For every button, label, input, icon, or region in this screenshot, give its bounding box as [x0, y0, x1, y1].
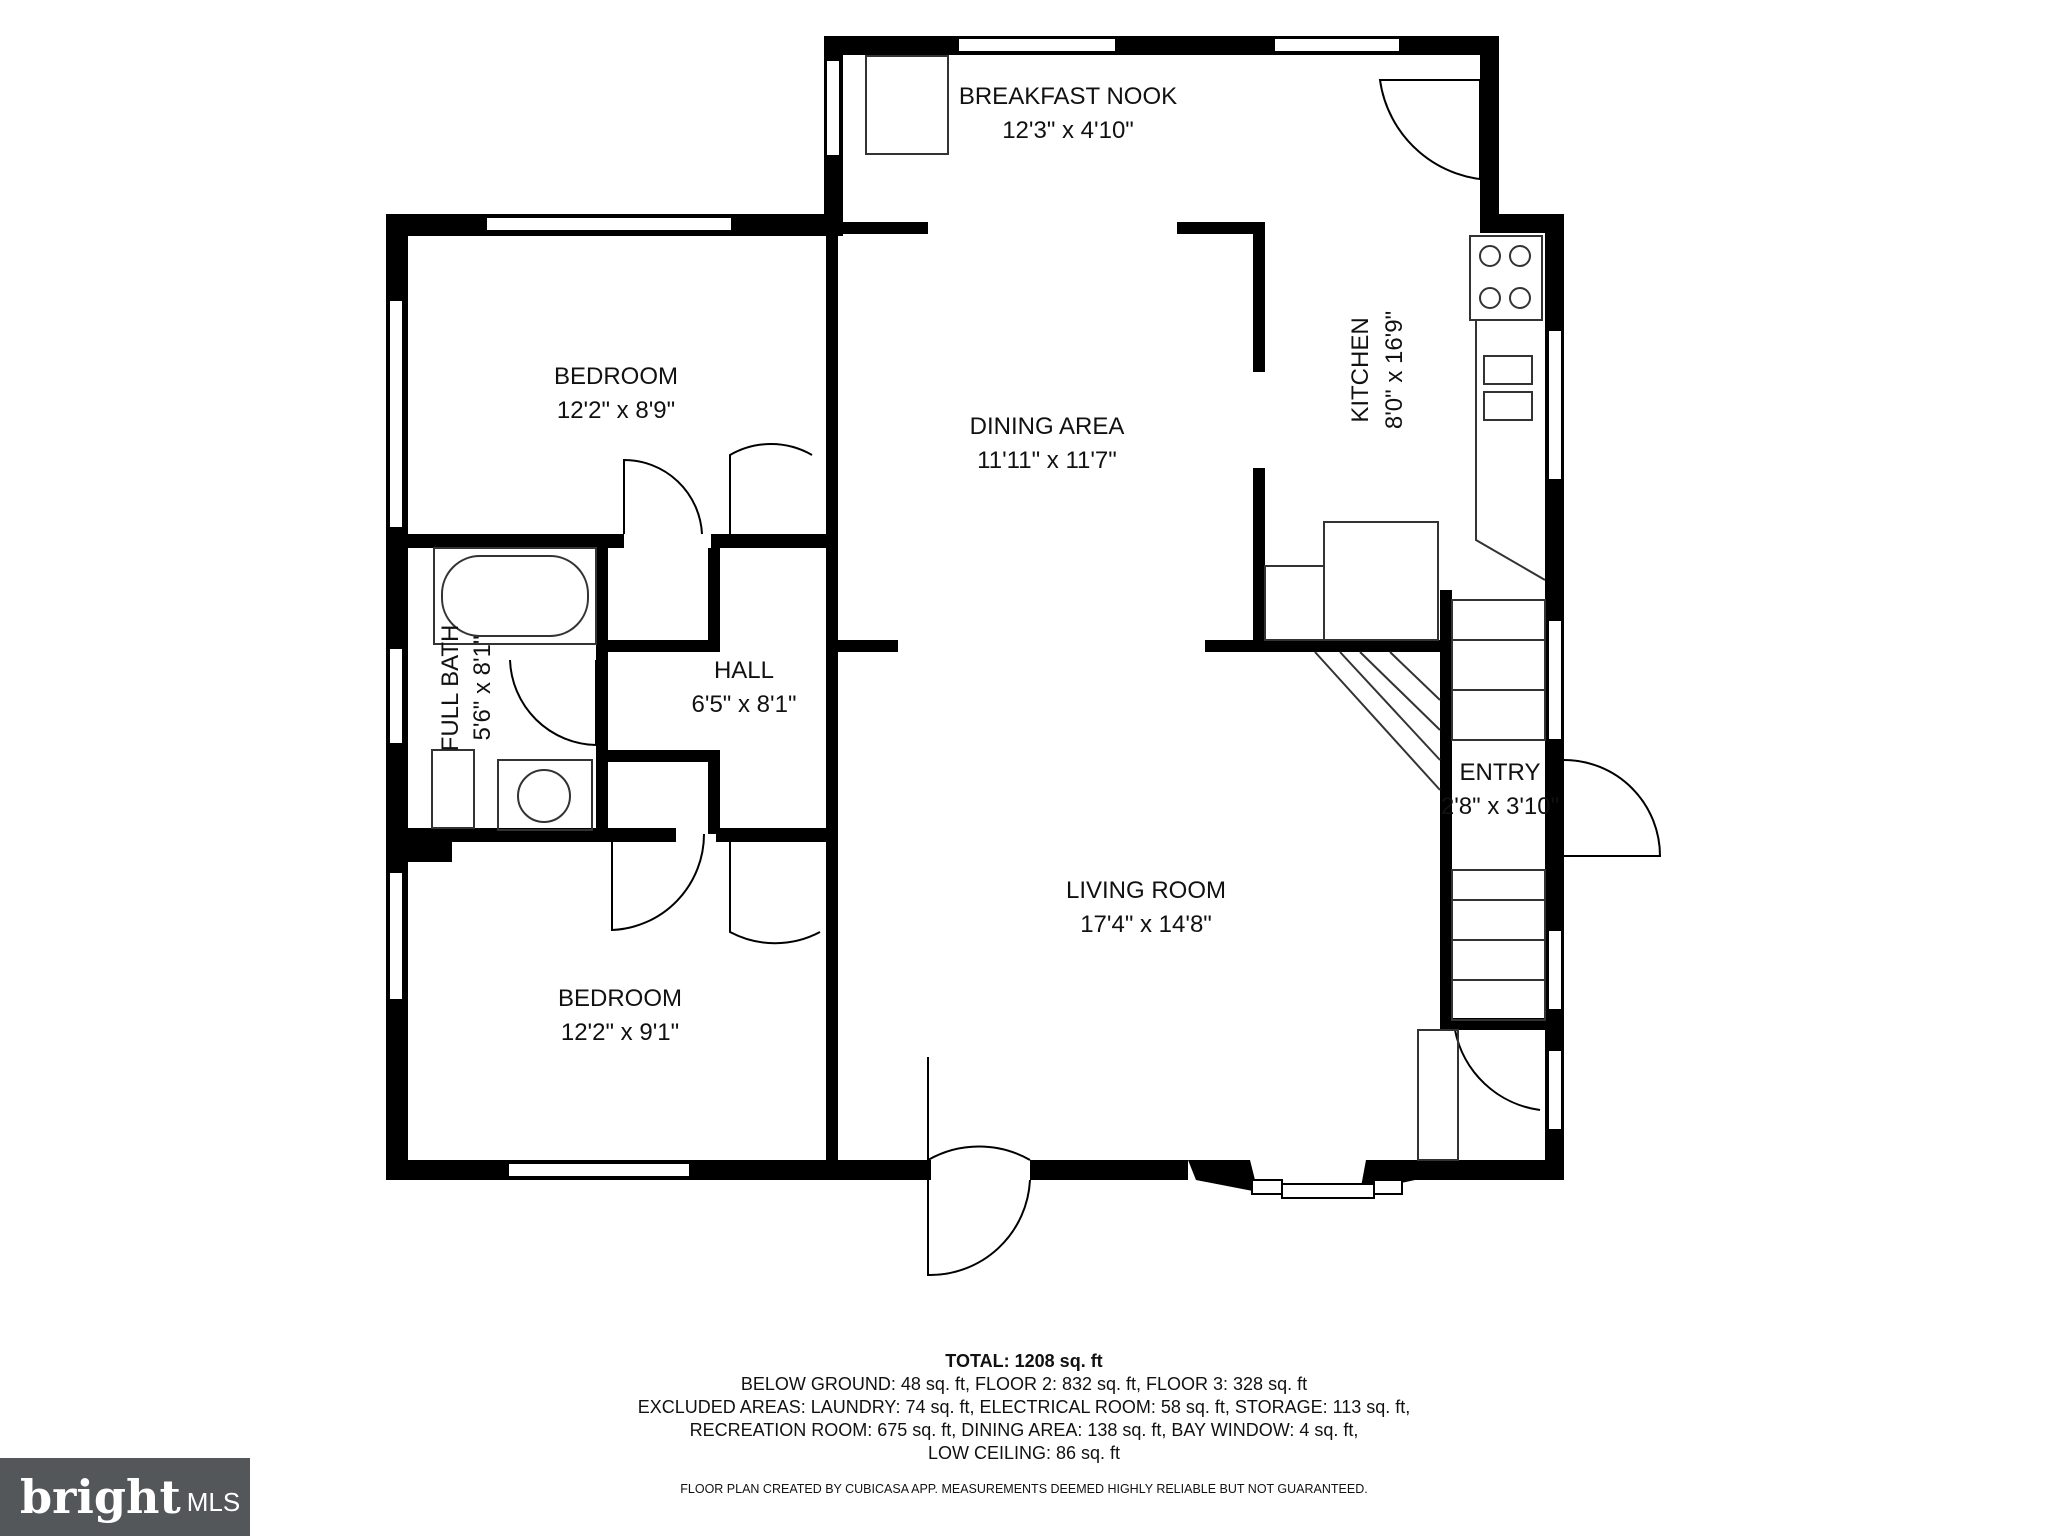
dining-area-name: DINING AREA — [970, 413, 1125, 440]
bright-mls-logo: bright MLS — [0, 1458, 250, 1536]
kitchen-name: KITCHEN — [1347, 317, 1374, 422]
disclaimer: FLOOR PLAN CREATED BY CUBICASA APP. MEAS… — [680, 1482, 1368, 1496]
brand-word: bright — [20, 1470, 181, 1524]
kitchen-size: 8'0" x 16'9" — [1381, 311, 1408, 429]
summary-line-2: EXCLUDED AREAS: LAUNDRY: 74 sq. ft, ELEC… — [637, 1397, 1411, 1417]
living-room-size: 17'4" x 14'8" — [1080, 911, 1212, 938]
full-bath-size: 5'6" x 8'1" — [469, 636, 496, 741]
brand-suffix: MLS — [186, 1486, 241, 1517]
bedroom-top-size: 12'2" x 8'9" — [557, 397, 675, 424]
entry-size: 2'8" x 3'10" — [1441, 793, 1559, 820]
summary-line-4: LOW CEILING: 86 sq. ft — [927, 1443, 1121, 1463]
full-bath-name: FULL BATH — [437, 625, 464, 752]
total-label: TOTAL: — [945, 1351, 1010, 1371]
living-room-name: LIVING ROOM — [1066, 877, 1226, 904]
summary-line-3: RECREATION ROOM: 675 sq. ft, DINING AREA… — [689, 1420, 1359, 1440]
breakfast-nook-size: 12'3" x 4'10" — [1002, 117, 1134, 144]
windows — [388, 37, 1563, 1199]
bedroom-bottom-size: 12'2" x 9'1" — [561, 1019, 679, 1046]
entry-name: ENTRY — [1460, 759, 1541, 786]
total-area: TOTAL: 1208 sq. ft — [0, 1350, 2048, 1373]
bedroom-bottom-name: BEDROOM — [558, 985, 682, 1012]
dining-area-size: 11'11" x 11'7" — [977, 447, 1117, 474]
total-value: 1208 sq. ft — [1014, 1351, 1103, 1371]
doors — [509, 79, 1662, 1277]
room-labels: BREAKFAST NOOK 12'3" x 4'10" BEDROOM 12'… — [437, 83, 1559, 1046]
area-summary: TOTAL: 1208 sq. ft BELOW GROUND: 48 sq. … — [0, 1350, 2048, 1496]
fixtures — [431, 55, 1546, 1161]
hall-size: 6'5" x 8'1" — [692, 691, 797, 718]
bedroom-top-name: BEDROOM — [554, 363, 678, 390]
breakfast-nook-name: BREAKFAST NOOK — [959, 83, 1177, 110]
summary-line-1: BELOW GROUND: 48 sq. ft, FLOOR 2: 832 sq… — [740, 1374, 1308, 1394]
hall-name: HALL — [714, 657, 774, 684]
